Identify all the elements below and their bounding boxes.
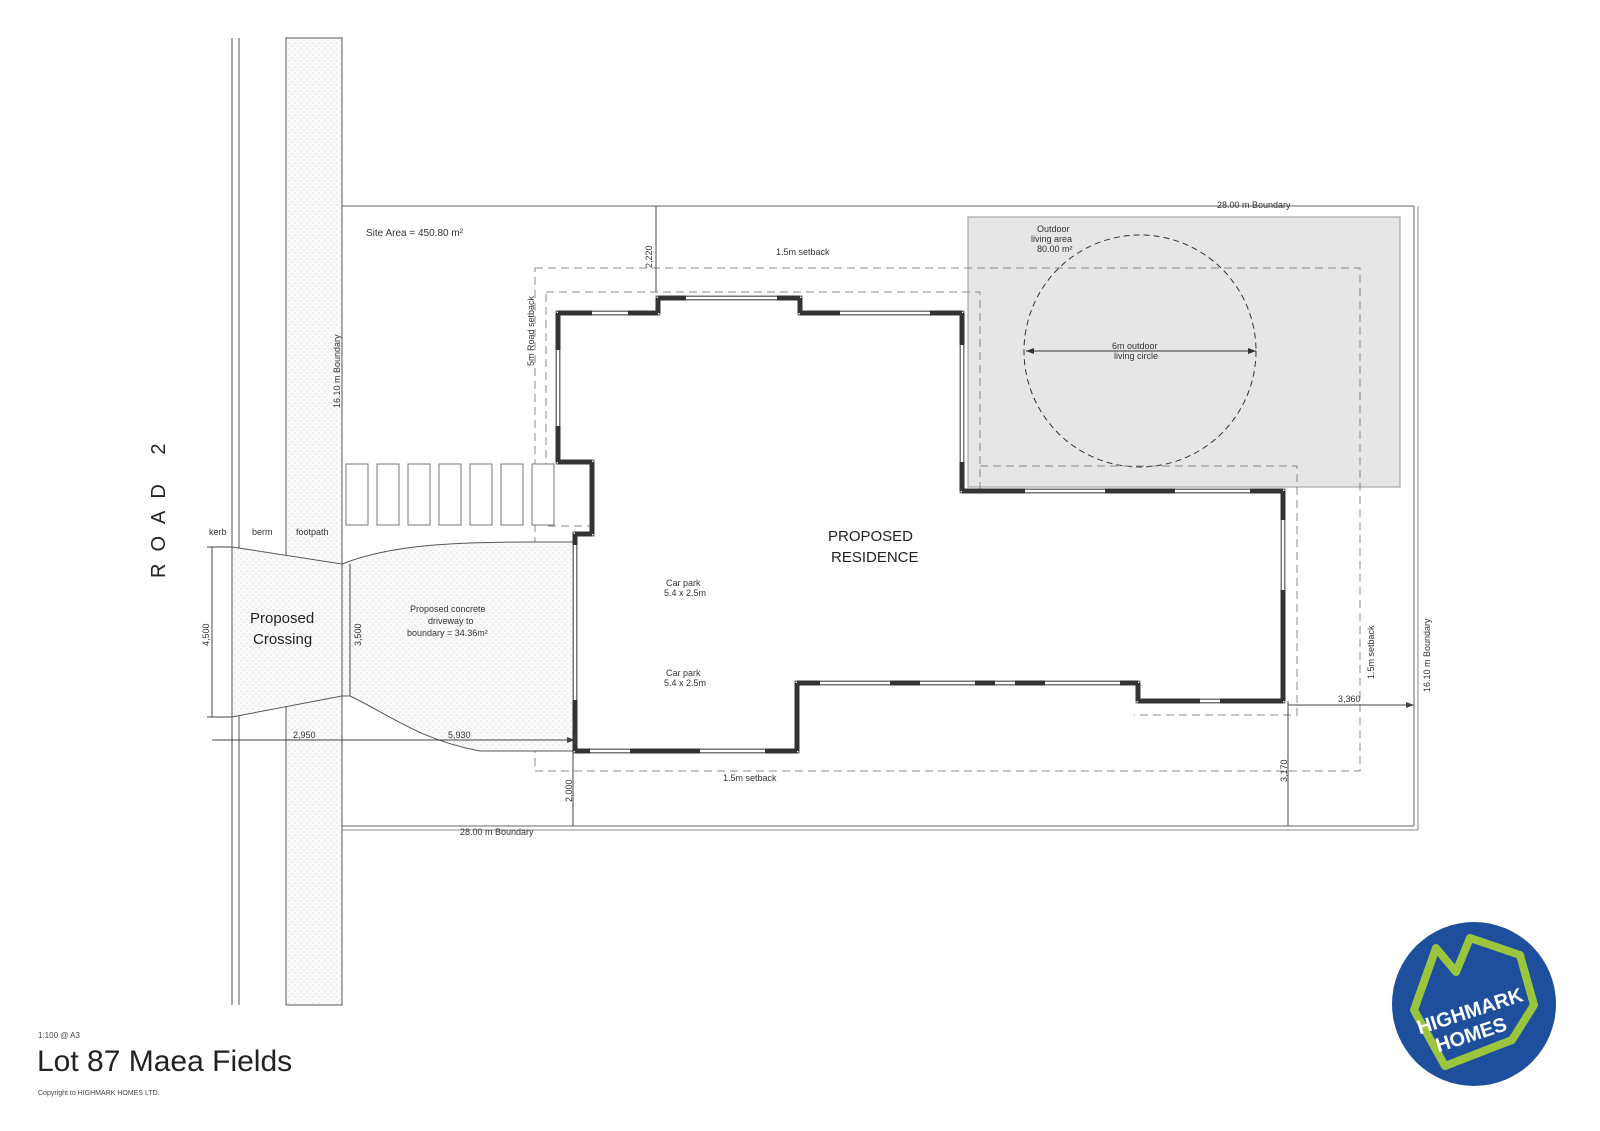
outdoor-living-area — [967, 216, 1401, 488]
dimension-lines — [207, 206, 1414, 826]
drawing-scale: 1:100 @ A3 — [38, 1031, 80, 1040]
dim-bottom-gap-right: 3,170 — [1279, 759, 1289, 782]
bottom-boundary-label: 28.00 m Boundary — [460, 827, 534, 837]
footpath-label: footpath — [296, 527, 329, 537]
car-park-1-size: 5.4 x 2.5m — [664, 588, 706, 598]
site-area-label: Site Area = 450.80 m² — [366, 228, 464, 239]
road-setback-label: 5m Road setback — [526, 295, 536, 366]
crossing-label-line2: Crossing — [253, 631, 312, 648]
residence-label-line2: RESIDENCE — [831, 549, 919, 566]
living-circle-line2: living circle — [1114, 351, 1158, 361]
road-strip — [231, 37, 343, 1006]
highmark-homes-logo: HIGHMARK HOMES — [1392, 922, 1556, 1086]
car-park-1-label: Car park — [666, 578, 701, 588]
driveway-label-line2: driveway to — [428, 616, 474, 626]
right-setback-label: 1.5m setback — [1366, 625, 1376, 679]
left-boundary-label: 16.10 m Boundary — [332, 334, 342, 408]
dim-top-gap: 2,220 — [644, 245, 654, 268]
site-boundary — [342, 205, 1419, 831]
outdoor-area-line2: living area — [1031, 234, 1072, 244]
car-park-2-size: 5.4 x 2.5m — [664, 678, 706, 688]
dim-driveway-length: 5,930 — [448, 730, 471, 740]
dim-road-reserve: 2,950 — [293, 730, 316, 740]
driveway-label-line3: boundary = 34.36m² — [407, 628, 488, 638]
footpath-strip — [285, 37, 343, 1006]
dim-bottom-gap-left: 2,000 — [564, 779, 574, 802]
berm-label: berm — [252, 527, 273, 537]
concrete-driveway — [341, 541, 576, 752]
drawing-title: Lot 87 Maea Fields — [37, 1045, 293, 1078]
living-circle-line1: 6m outdoor — [1112, 341, 1158, 351]
car-park-2-label: Car park — [666, 668, 701, 678]
top-setback-label: 1.5m setback — [776, 247, 830, 257]
top-boundary-label: 28.00 m Boundary — [1217, 200, 1291, 210]
dim-crossing-width: 4,500 — [201, 623, 211, 646]
crossing-label-line1: Proposed — [250, 610, 314, 627]
right-boundary-label: 16.10 m Boundary — [1422, 618, 1432, 692]
road-name: ROAD 2 — [148, 432, 170, 578]
kerb-label: kerb — [209, 527, 227, 537]
driveway-label-line1: Proposed concrete — [410, 604, 486, 614]
outdoor-area-line1: Outdoor — [1037, 224, 1070, 234]
dim-right-gap: 3,360 — [1338, 694, 1361, 704]
copyright-notice: Copyright to HIGHMARK HOMES LTD. — [38, 1090, 160, 1097]
bottom-setback-label: 1.5m setback — [723, 773, 777, 783]
residence-label-line1: PROPOSED — [828, 528, 913, 545]
residence-walls — [555, 295, 1286, 754]
house-outline-icon — [1410, 934, 1538, 1070]
pavers — [345, 463, 621, 526]
dim-driveway-width: 3,500 — [353, 623, 363, 646]
outdoor-area-line3: 80.00 m² — [1037, 244, 1073, 254]
